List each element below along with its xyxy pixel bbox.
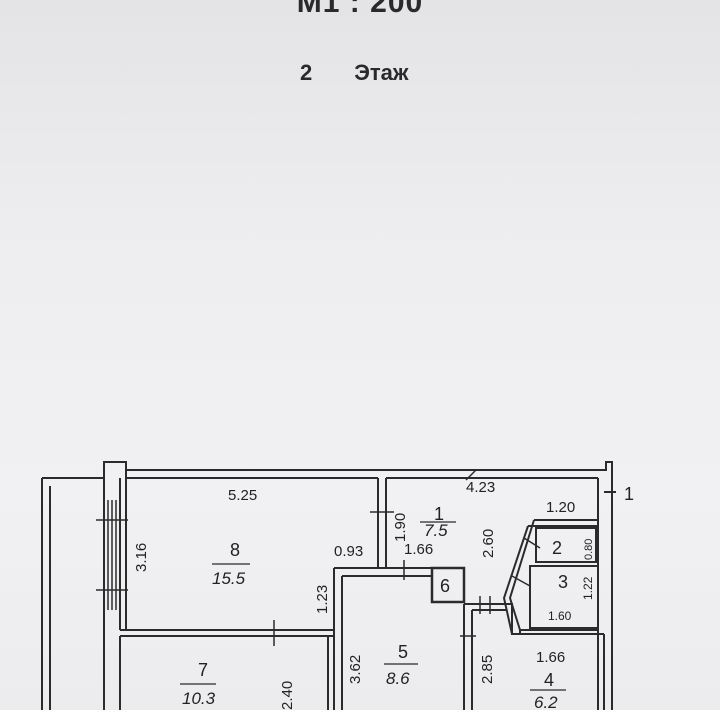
dim-423: 4.23 bbox=[466, 479, 495, 496]
room-6-number: 6 bbox=[440, 576, 450, 596]
room-8-area: 15.5 bbox=[212, 569, 246, 588]
scale-label: М1 : 200 bbox=[296, 0, 424, 19]
dim-122: 1.22 bbox=[581, 576, 595, 600]
dim-height-room-8: 3.16 bbox=[133, 543, 150, 572]
room-3-number: 3 bbox=[558, 572, 568, 592]
floor-word: Этаж bbox=[354, 60, 409, 85]
floor-number: 2 bbox=[300, 60, 313, 85]
dim-190: 1.90 bbox=[392, 513, 409, 542]
room-2-number: 2 bbox=[552, 538, 562, 558]
room-1-number: 1 bbox=[434, 504, 444, 524]
room-7-number: 7 bbox=[198, 660, 208, 680]
dim-285: 2.85 bbox=[479, 655, 496, 684]
outer-wall-top bbox=[103, 461, 613, 710]
section-marker: 1 bbox=[624, 484, 634, 504]
dim-123: 1.23 bbox=[314, 585, 331, 614]
dim-166-hall: 1.66 bbox=[404, 541, 433, 558]
room-4-number: 4 bbox=[544, 670, 554, 690]
floor-heading: 2 Этаж bbox=[300, 60, 409, 86]
dim-160: 1.60 bbox=[548, 609, 572, 623]
dim-width-room-8: 5.25 bbox=[228, 487, 257, 504]
dim-166-room-4: 1.66 bbox=[536, 649, 565, 666]
room-1-area: 7.5 bbox=[424, 521, 448, 540]
room-4-area: 6.2 bbox=[534, 693, 558, 710]
dim-260: 2.60 bbox=[480, 529, 497, 558]
room-7-area: 10.3 bbox=[182, 689, 216, 708]
room-5-area: 8.6 bbox=[386, 669, 410, 688]
dim-362: 3.62 bbox=[347, 655, 364, 684]
room-5-number: 5 bbox=[398, 642, 408, 662]
dim-093: 0.93 bbox=[334, 543, 363, 560]
room-8-number: 8 bbox=[230, 540, 240, 560]
tick-marks bbox=[96, 469, 541, 646]
dim-120: 1.20 bbox=[546, 499, 575, 516]
dim-240: 2.40 bbox=[279, 681, 296, 710]
dim-080: 0.80 bbox=[583, 539, 595, 560]
